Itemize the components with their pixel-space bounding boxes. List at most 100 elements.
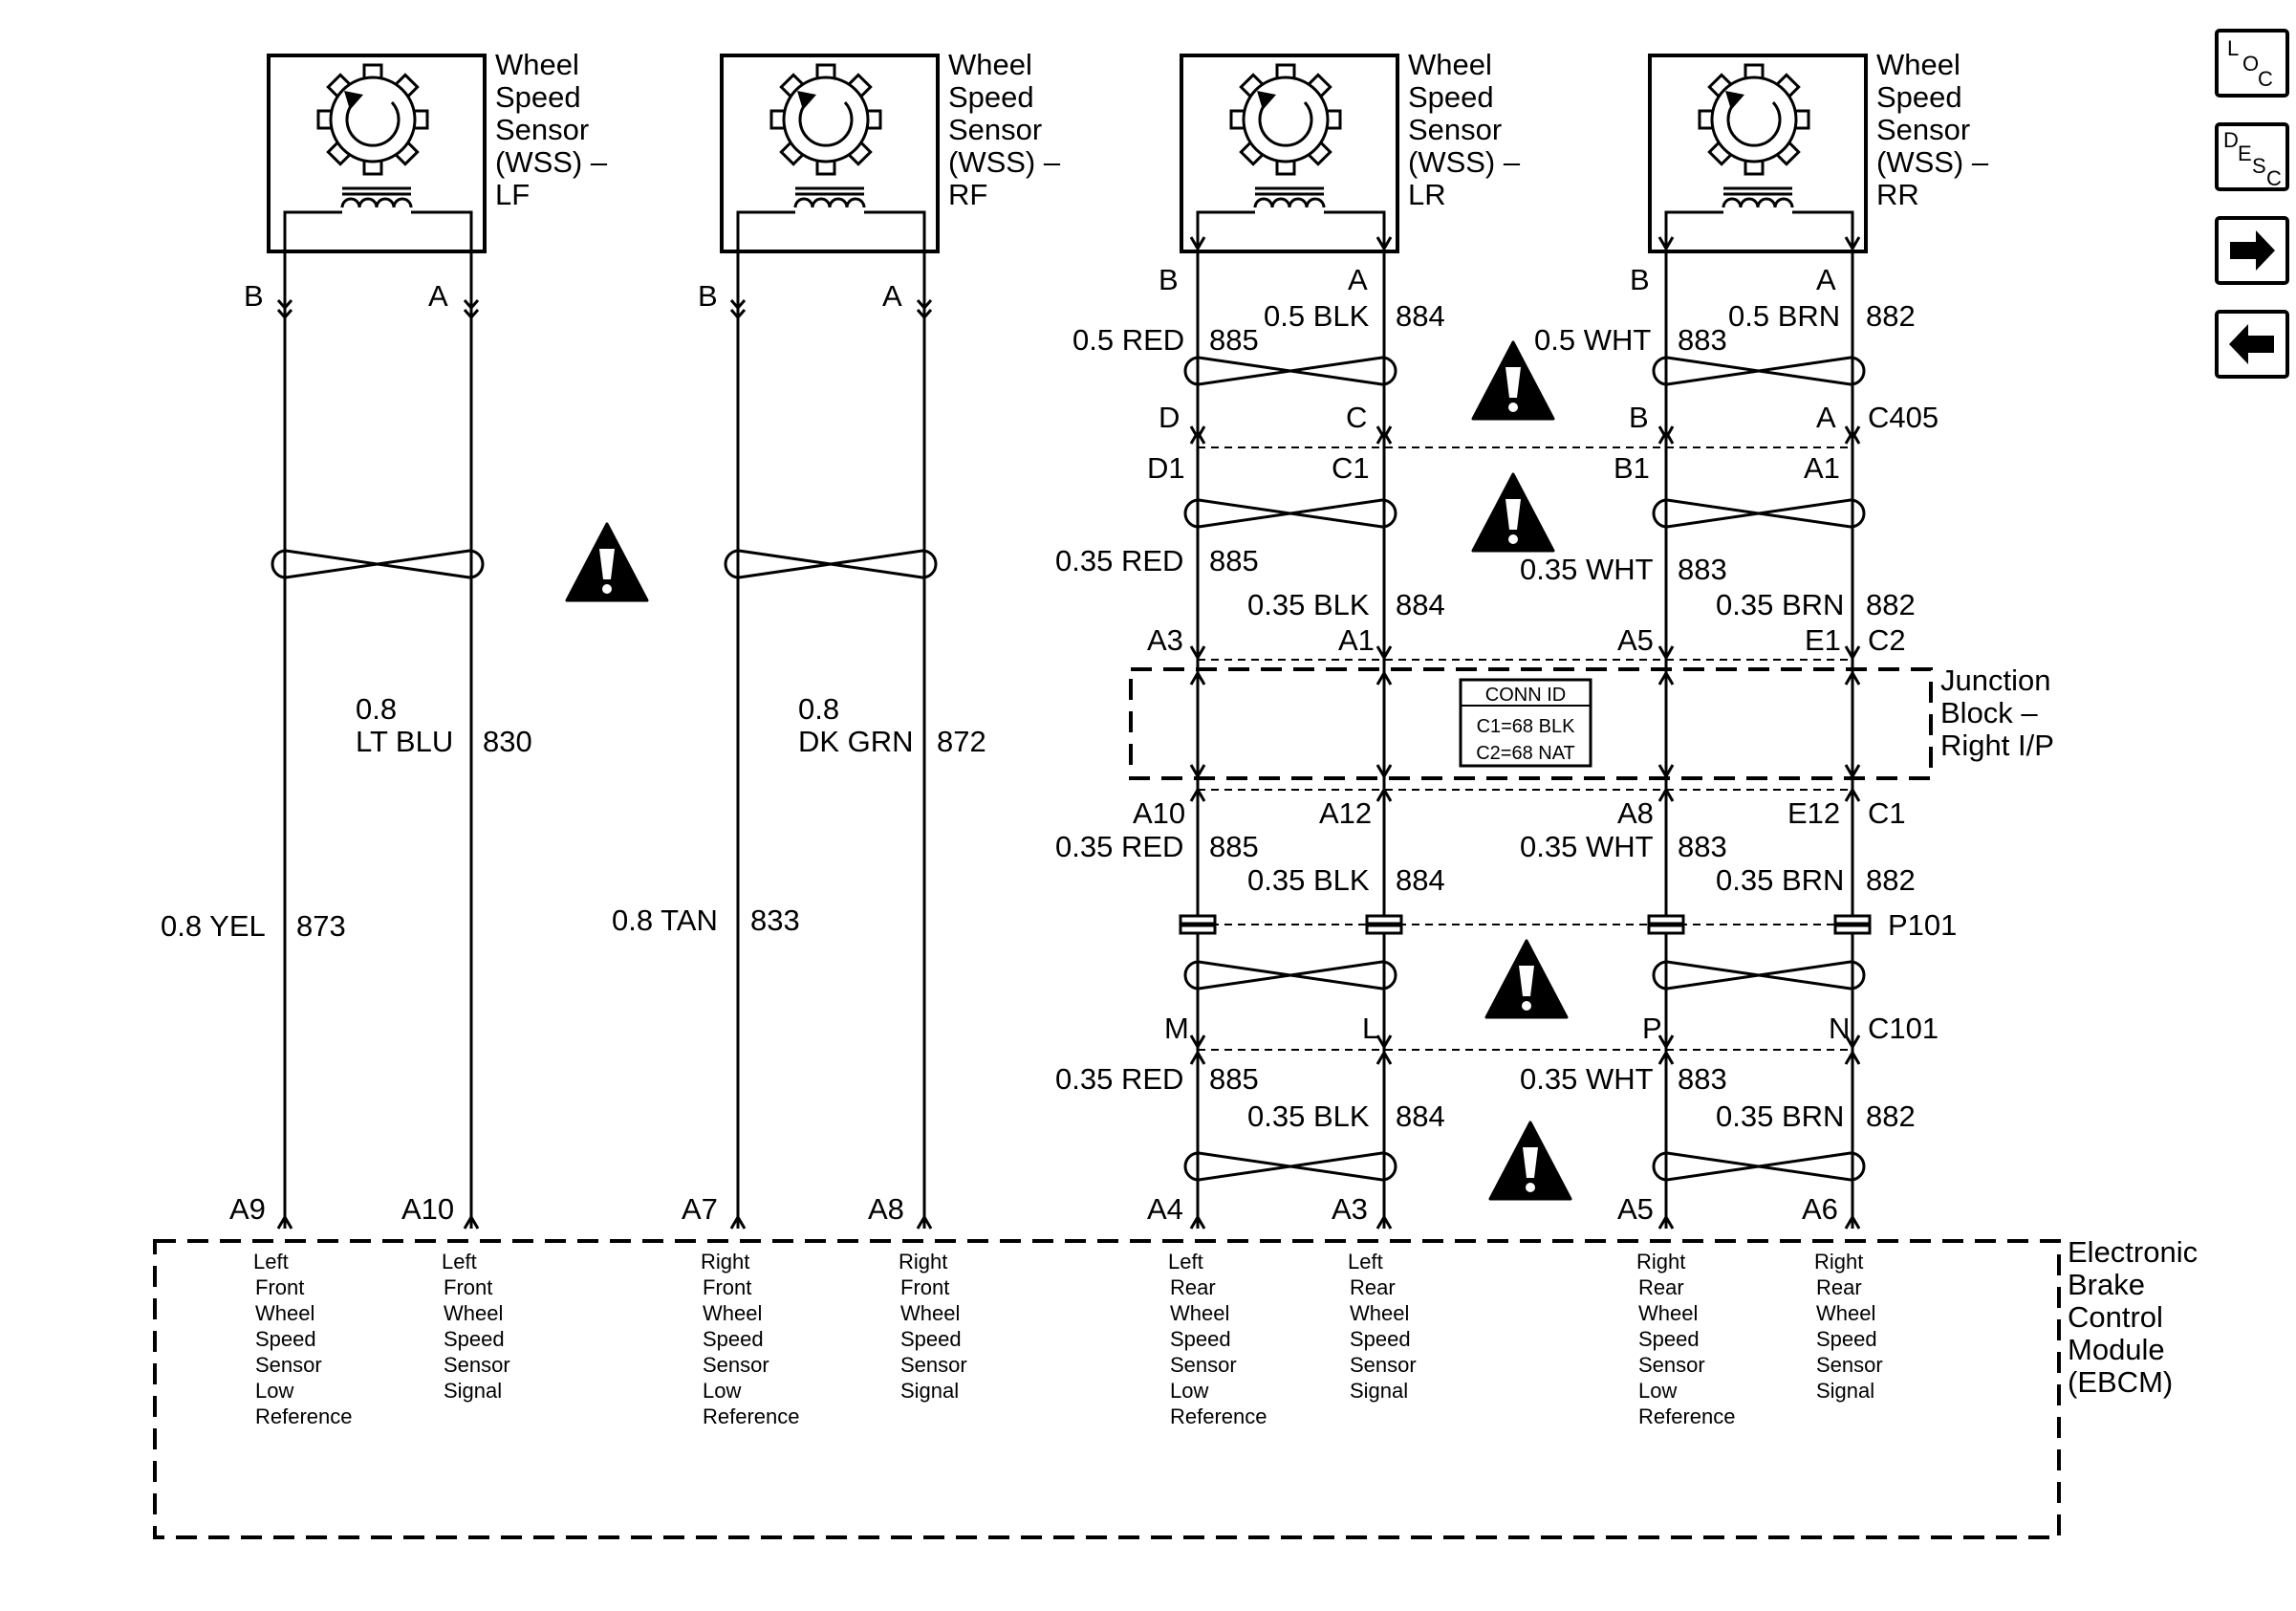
sensor-lf-line4: (WSS) – [495, 145, 608, 179]
sensor-lr-line1: Wheel [1408, 48, 1492, 81]
ebcm-function-4-line-5: Sensor [900, 1353, 967, 1377]
c405-pin-b: B [1629, 401, 1649, 434]
junction-line2: Block – [1940, 696, 2038, 729]
rf-pin-b: B [698, 279, 718, 313]
rf-pin-a: A [882, 279, 902, 313]
ebcm-function-8-line-4: Speed [1816, 1327, 1877, 1351]
desc-d: D [2223, 128, 2239, 152]
ebcm-function-6-line-1: Left [1348, 1250, 1383, 1274]
c2-pin-a3: A3 [1147, 623, 1183, 657]
sensor-lf-line2: Speed [495, 80, 581, 114]
ebcm-function-4-line-1: Right [899, 1250, 947, 1274]
c1-pin-e12: E12 [1787, 796, 1840, 830]
sensor-rr-line1: Wheel [1876, 48, 1960, 81]
ebcm-function-7-line-3: Wheel [1638, 1301, 1698, 1325]
ebcm-function-5-line-6: Low [1170, 1379, 1208, 1403]
ebcm-function-6-line-5: Sensor [1350, 1353, 1417, 1377]
sensor-lf-line1: Wheel [495, 48, 579, 81]
c101-pin-n: N [1829, 1012, 1850, 1045]
lf-pin-b: B [244, 279, 264, 313]
seg3-882: 882 [1866, 863, 1916, 897]
seg3-885: 885 [1209, 830, 1259, 863]
front-right-circuit: B A 0.8 DK GRN 872 0.8 TAN 833 A7 A8 [612, 251, 986, 1230]
conn-id-c1: C1=68 BLK [1477, 716, 1576, 737]
ebcm-function-3-line-6: Low [703, 1379, 741, 1403]
rf-wire-a-size: 0.8 [798, 692, 839, 726]
rr-pin-a: A [1816, 263, 1836, 296]
sensor-rr-line3: Sensor [1876, 113, 1970, 146]
ebcm-function-5-line-4: Speed [1170, 1327, 1231, 1351]
ebcm-function-3-line-2: Front [703, 1275, 751, 1299]
lf-wire-a-size: 0.8 [356, 692, 397, 726]
lf-pin-a: A [428, 279, 448, 313]
seg2-884: 884 [1396, 588, 1445, 621]
lf-wire-b-circuit: 873 [296, 909, 346, 943]
ebcm-function-7-line-5: Sensor [1638, 1353, 1705, 1377]
seg4-884: 884 [1396, 1099, 1445, 1133]
seg1-885: 885 [1209, 323, 1259, 357]
seg3-red: 0.35 RED [1055, 830, 1183, 863]
warning-icon [1471, 472, 1555, 553]
ebcm-function-2-line-5: Sensor [444, 1353, 510, 1377]
seg4-red: 0.35 RED [1055, 1062, 1183, 1096]
desc-button[interactable]: D E S C [2215, 122, 2289, 191]
lr-pin-a: A [1348, 263, 1368, 296]
ebcm-function-8-line-1: Right [1814, 1250, 1863, 1274]
sensor-rf: Wheel Speed Sensor (WSS) – RF [720, 48, 1061, 253]
junction-line3: Right I/P [1940, 729, 2054, 762]
seg1-883: 883 [1678, 323, 1727, 357]
ebcm-function-5-line-1: Left [1168, 1250, 1203, 1274]
ebcm-function-5-line-5: Sensor [1170, 1353, 1237, 1377]
ebcm-function-4-line-2: Front [900, 1275, 949, 1299]
seg1-wht: 0.5 WHT [1534, 323, 1651, 357]
seg2-882: 882 [1866, 588, 1916, 621]
c2-name: C2 [1868, 623, 1906, 657]
ebcm-module: Electronic Brake Control Module (EBCM) L… [153, 1235, 2198, 1539]
seg4-wht: 0.35 WHT [1520, 1062, 1654, 1096]
p101-name: P101 [1888, 908, 1957, 942]
junction-line1: Junction [1940, 664, 2050, 697]
ebcm-function-2-line-4: Speed [444, 1327, 505, 1351]
ebcm-function-4-line-6: Signal [900, 1379, 959, 1403]
seg3-884: 884 [1396, 863, 1445, 897]
conn-id-box: CONN ID C1=68 BLK C2=68 NAT [1459, 678, 1592, 768]
sensor-rf-line2: Speed [948, 80, 1034, 114]
seg1-884: 884 [1396, 299, 1445, 333]
ebcm-function-6-line-6: Signal [1350, 1379, 1408, 1403]
seg4-882: 882 [1866, 1099, 1916, 1133]
lf-ebcm-pin-b: A9 [229, 1192, 266, 1226]
ebcm-function-labels: LeftFrontWheelSpeedSensorLowReferenceLef… [253, 1250, 1883, 1428]
c2-pin-e1: E1 [1805, 623, 1841, 657]
ebcm-function-3-line-4: Speed [703, 1327, 764, 1351]
c405-pin-b1: B1 [1614, 451, 1650, 485]
loc-button[interactable]: L O C [2215, 29, 2289, 98]
seg4-883: 883 [1678, 1062, 1727, 1096]
ebcm-function-8-line-6: Signal [1816, 1379, 1874, 1403]
sensor-rr-line5: RR [1876, 178, 1919, 211]
c2-pin-a1: A1 [1338, 623, 1375, 657]
next-button[interactable] [2215, 216, 2289, 285]
rear-circuits: B A B A 0.5 RED 885 0.5 BLK 884 0.5 WHT … [1055, 251, 2054, 1230]
ebcm-function-7-line-1: Right [1636, 1250, 1685, 1274]
sensor-lr: Wheel Speed Sensor (WSS) – LR [1180, 48, 1521, 253]
c2-pin-a5: A5 [1617, 623, 1654, 657]
rf-wire-b-circuit: 833 [750, 903, 800, 937]
junction-block [1129, 667, 1933, 780]
c1-pin-a12: A12 [1319, 796, 1372, 830]
seg2-wht: 0.35 WHT [1520, 553, 1654, 586]
seg2-885: 885 [1209, 544, 1259, 577]
ebcm-function-2-line-2: Front [444, 1275, 492, 1299]
ebcm-function-2-line-6: Signal [444, 1379, 502, 1403]
rr-pin-b: B [1630, 263, 1650, 296]
rf-ebcm-pin-a: A8 [868, 1192, 904, 1226]
c101-pin-p: P [1642, 1012, 1662, 1045]
ebcm-function-6-line-2: Rear [1350, 1275, 1396, 1299]
seg4-885: 885 [1209, 1062, 1259, 1096]
ebcm-function-7-line-7: Reference [1638, 1404, 1736, 1428]
ebcm-function-1-line-7: Reference [255, 1404, 353, 1428]
rf-wire-a-circuit: 872 [937, 725, 986, 758]
ebcm-function-3-line-7: Reference [703, 1404, 800, 1428]
prev-button[interactable] [2215, 310, 2289, 379]
lf-wire-a-color: LT BLU [356, 725, 453, 758]
sensor-lr-line3: Sensor [1408, 113, 1502, 146]
